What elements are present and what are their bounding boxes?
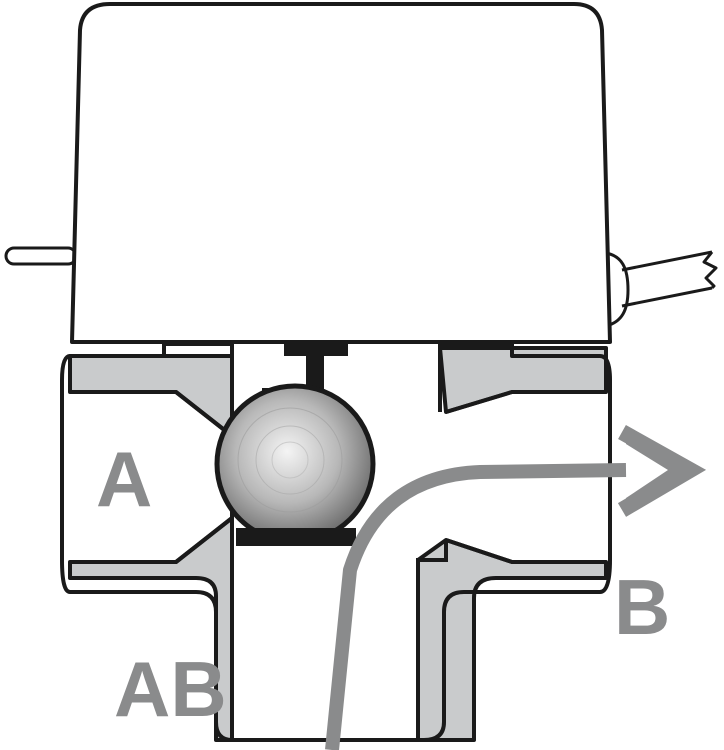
port-a-label: A <box>96 435 152 523</box>
port-ab-label: AB <box>114 645 227 733</box>
power-cable <box>605 250 718 328</box>
actuator-housing <box>70 2 612 344</box>
manual-lever-pin <box>4 246 78 266</box>
valve-body <box>60 342 612 742</box>
flow-arrow-icon <box>325 425 707 750</box>
ball-valve-ball <box>214 383 376 546</box>
port-b-label: B <box>614 563 670 651</box>
